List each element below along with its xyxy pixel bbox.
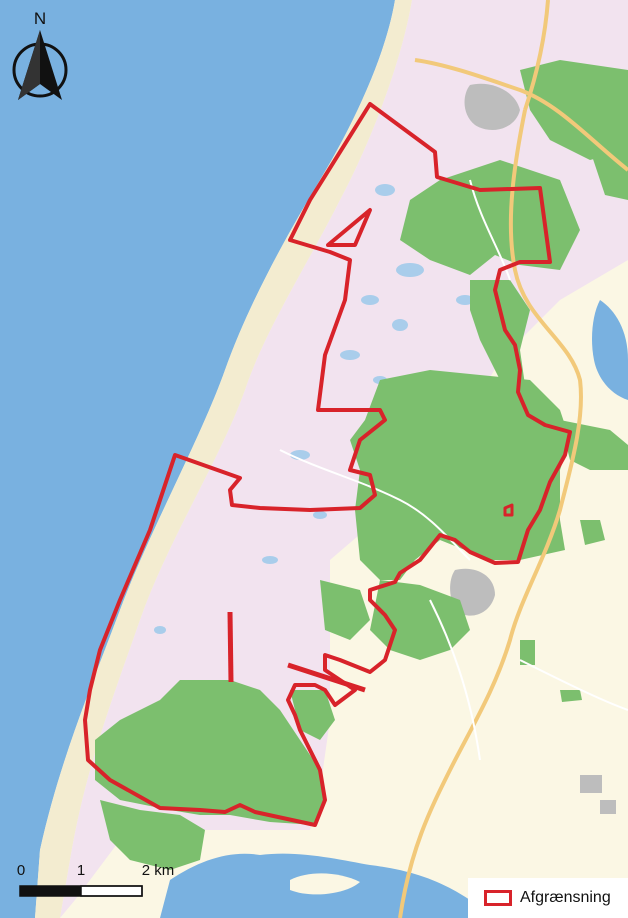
boundary-small-east (503, 503, 514, 517)
north-label: N (34, 9, 46, 28)
scale-tick-2: 2 km (142, 862, 175, 879)
boundary-small-north (326, 208, 372, 247)
roads (398, 0, 628, 918)
boundary-strip (227, 611, 234, 683)
scale-tick-0: 0 (17, 862, 25, 879)
legend-boundary-swatch (484, 890, 512, 906)
forest-areas (95, 60, 628, 870)
scale-bar: 0 1 2 km (17, 862, 175, 897)
shoreline (35, 0, 412, 918)
small-lakes (154, 184, 474, 634)
boundary-strip-2 (287, 662, 366, 693)
urban-areas (450, 83, 616, 814)
north-sea (0, 0, 395, 918)
legend-label: Afgrænsning (520, 889, 611, 906)
legend: Afgrænsning (468, 878, 628, 918)
boundary (83, 102, 572, 827)
fjord-island (290, 873, 360, 895)
lake-east (592, 300, 628, 400)
boundary-main (83, 102, 572, 827)
scale-tick-1: 1 (77, 862, 85, 879)
north-arrow-icon: N (12, 9, 68, 100)
